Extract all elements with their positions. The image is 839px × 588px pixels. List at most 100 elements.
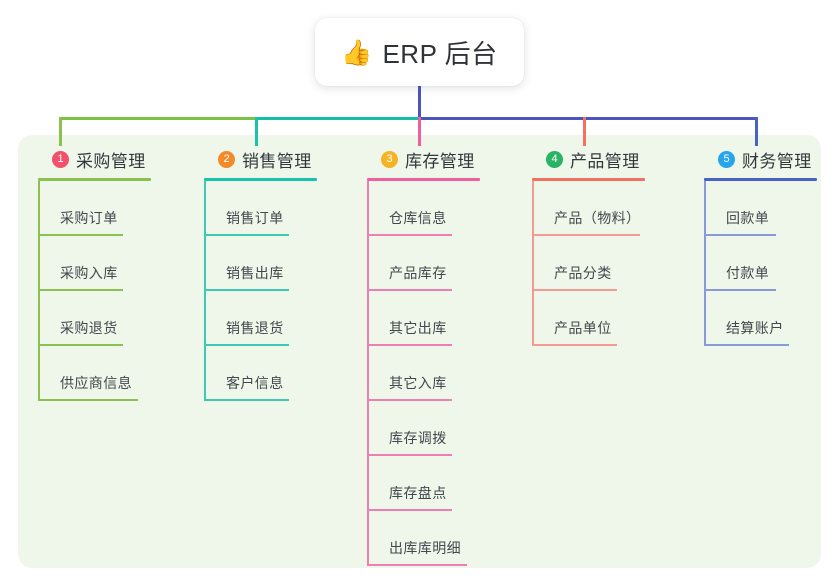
item-connector-stem: [367, 511, 369, 566]
item-connector-stem: [532, 181, 534, 236]
branch-item-rule: [367, 399, 452, 401]
branch-item-rule: [367, 564, 467, 566]
branch-item[interactable]: 结算账户: [696, 291, 817, 346]
branch-index-badge: 2: [218, 150, 235, 168]
item-connector-stem: [367, 346, 369, 401]
branch-header-rule: [532, 178, 645, 181]
root-node-title: ERP 后台: [382, 38, 498, 69]
branch-item[interactable]: 付款单: [696, 236, 817, 291]
item-connector-stem: [532, 291, 534, 346]
branch-item-label: 采购订单: [60, 210, 118, 226]
branch-item[interactable]: 产品（物料）: [524, 181, 645, 236]
branch-item[interactable]: 库存调拨: [359, 401, 480, 456]
branch-item-label: 采购入库: [60, 265, 118, 281]
branch-column-1: 1 采购管理采购订单采购入库采购退货供应商信息: [30, 146, 151, 401]
branch-item[interactable]: 其它入库: [359, 346, 480, 401]
branch-item-rule: [38, 234, 123, 236]
branch-item[interactable]: 库存盘点: [359, 456, 480, 511]
branch-item-label: 出库库明细: [389, 540, 461, 556]
branch-item-rule: [204, 344, 289, 346]
branch-item-rule: [704, 234, 776, 236]
root-node-card[interactable]: 👍 ERP 后台: [315, 18, 524, 86]
item-connector-stem: [367, 236, 369, 291]
branch-item-label: 产品库存: [389, 265, 447, 281]
branch-item[interactable]: 采购退货: [30, 291, 151, 346]
branch-item-list: 采购订单采购入库采购退货供应商信息: [30, 181, 151, 401]
branch-item[interactable]: 产品库存: [359, 236, 480, 291]
branch-column-3: 3 库存管理仓库信息产品库存其它出库其它入库库存调拨库存盘点出库库明细: [359, 146, 480, 566]
branch-item-rule: [532, 344, 617, 346]
branch-item[interactable]: 采购订单: [30, 181, 151, 236]
branch-column-2: 2 销售管理销售订单销售出库销售退货客户信息: [196, 146, 317, 401]
branch-header-2[interactable]: 2 销售管理: [196, 146, 317, 172]
branch-header-3[interactable]: 3 库存管理: [359, 146, 480, 172]
branch-title: 财务管理: [742, 151, 812, 171]
branch-item[interactable]: 采购入库: [30, 236, 151, 291]
item-connector-stem: [704, 236, 706, 291]
branch-header-rule: [367, 178, 480, 181]
branch-item[interactable]: 销售订单: [196, 181, 317, 236]
item-connector-stem: [532, 236, 534, 291]
branch-index-badge: 1: [52, 150, 69, 168]
branch-item[interactable]: 供应商信息: [30, 346, 151, 401]
branch-title: 库存管理: [405, 151, 475, 171]
branch-item-rule: [367, 454, 452, 456]
branch-item-label: 销售出库: [226, 265, 284, 281]
branch-title: 销售管理: [242, 151, 312, 171]
item-connector-stem: [367, 456, 369, 511]
branch-item-label: 产品分类: [554, 265, 612, 281]
item-connector-stem: [38, 236, 40, 291]
item-connector-stem: [704, 291, 706, 346]
branch-item[interactable]: 出库库明细: [359, 511, 480, 566]
item-connector-stem: [367, 401, 369, 456]
branch-title: 采购管理: [76, 151, 146, 171]
branch-item-rule: [367, 234, 452, 236]
item-connector-stem: [204, 236, 206, 291]
branch-item-label: 库存调拨: [389, 430, 447, 446]
branch-item[interactable]: 客户信息: [196, 346, 317, 401]
branch-item-label: 付款单: [726, 265, 770, 281]
branch-item-label: 产品单位: [554, 320, 612, 336]
branch-item-label: 客户信息: [226, 375, 284, 391]
branch-header-rule: [38, 178, 151, 181]
branch-item-rule: [532, 234, 640, 236]
item-connector-stem: [204, 181, 206, 236]
item-connector-stem: [38, 346, 40, 401]
branch-title: 产品管理: [570, 151, 640, 171]
branch-item[interactable]: 产品单位: [524, 291, 645, 346]
branch-item-rule: [38, 399, 138, 401]
branch-header-rule: [704, 178, 817, 181]
item-connector-stem: [704, 181, 706, 236]
branch-item-label: 其它出库: [389, 320, 447, 336]
branch-item-label: 回款单: [726, 210, 770, 226]
branch-index-badge: 5: [718, 150, 735, 168]
branch-item[interactable]: 回款单: [696, 181, 817, 236]
branch-item-label: 销售订单: [226, 210, 284, 226]
branch-index-badge: 3: [381, 150, 398, 168]
branch-item-list: 仓库信息产品库存其它出库其它入库库存调拨库存盘点出库库明细: [359, 181, 480, 566]
branch-item-list: 回款单付款单结算账户: [696, 181, 817, 346]
branch-item[interactable]: 其它出库: [359, 291, 480, 346]
branch-column-5: 5 财务管理回款单付款单结算账户: [696, 146, 817, 346]
branch-header-rule: [204, 178, 317, 181]
branch-item-rule: [204, 289, 289, 291]
branch-item-list: 产品（物料） 产品分类产品单位: [524, 181, 645, 346]
branch-item[interactable]: 产品分类: [524, 236, 645, 291]
branch-item[interactable]: 销售出库: [196, 236, 317, 291]
branch-item-rule: [367, 344, 452, 346]
branch-item-rule: [204, 234, 289, 236]
branch-header-1[interactable]: 1 采购管理: [30, 146, 151, 172]
thumbs-up-icon: 👍: [341, 38, 373, 67]
branch-item-rule: [704, 289, 776, 291]
item-connector-stem: [38, 181, 40, 236]
branch-header-5[interactable]: 5 财务管理: [696, 146, 817, 172]
item-connector-stem: [38, 291, 40, 346]
branch-item[interactable]: 仓库信息: [359, 181, 480, 236]
branch-item-label: 采购退货: [60, 320, 118, 336]
branch-item-label: 仓库信息: [389, 210, 447, 226]
branch-item-label: 销售退货: [226, 320, 284, 336]
branch-item-rule: [367, 509, 452, 511]
branch-item[interactable]: 销售退货: [196, 291, 317, 346]
